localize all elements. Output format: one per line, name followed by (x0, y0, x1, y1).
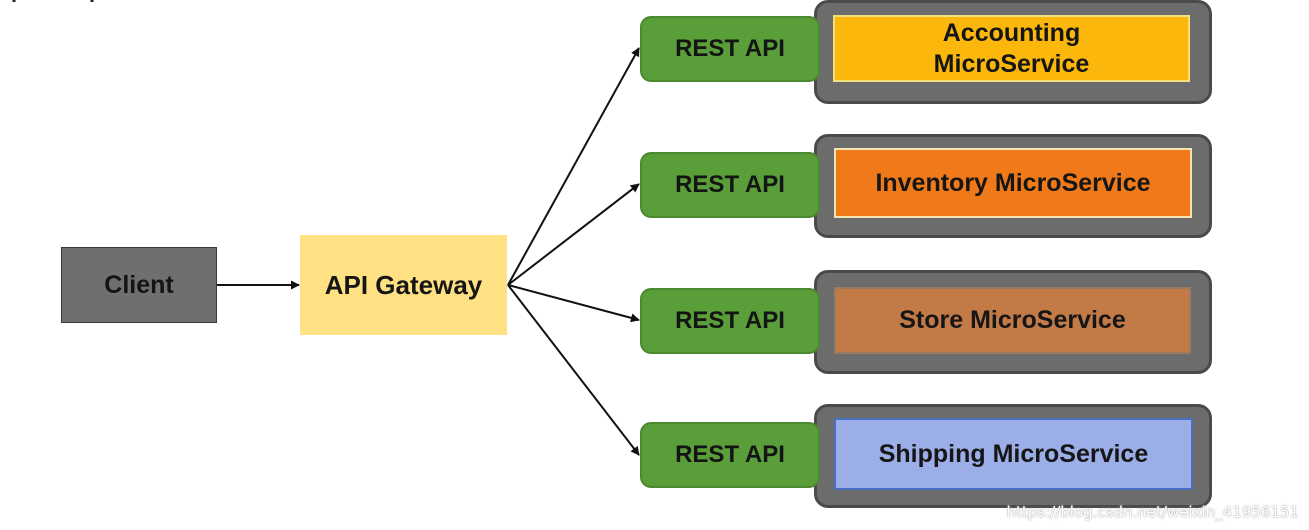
accounting-service-label: Accounting MicroService (933, 18, 1090, 78)
inventory-service-label: Inventory MicroService (875, 168, 1151, 197)
shipping-service-label: Shipping MicroService (878, 439, 1149, 468)
rest-api-node-shipping: REST API (640, 422, 820, 488)
api-gateway-label: API Gateway (324, 269, 483, 300)
client-label: Client (104, 270, 174, 299)
cropped-header-fragment (0, 0, 160, 8)
accounting-service-box: Accounting MicroService (833, 15, 1190, 82)
client-node: Client (61, 247, 217, 323)
rest-api-label: REST API (675, 171, 785, 198)
arrow-gateway-to-shipping-api (507, 284, 640, 456)
rest-api-node-accounting: REST API (640, 16, 820, 82)
api-gateway-node: API Gateway (300, 235, 507, 335)
rest-api-node-inventory: REST API (640, 152, 820, 218)
arrow-gateway-to-store-api (507, 284, 640, 323)
rest-api-label: REST API (675, 35, 785, 62)
rest-api-node-store: REST API (640, 288, 820, 354)
arrow-gateway-to-inventory-api (507, 183, 640, 286)
store-service-label: Store MicroService (899, 306, 1126, 334)
shipping-service-box: Shipping MicroService (834, 418, 1193, 490)
inventory-service-box: Inventory MicroService (834, 148, 1192, 218)
rest-api-label: REST API (675, 307, 785, 334)
rest-api-label: REST API (675, 441, 785, 468)
arrow-gateway-to-accounting-api (507, 47, 640, 286)
store-service-box: Store MicroService (834, 287, 1191, 354)
watermark-url: https://blog.csdn.net/weixin_41956151 (1006, 503, 1299, 521)
